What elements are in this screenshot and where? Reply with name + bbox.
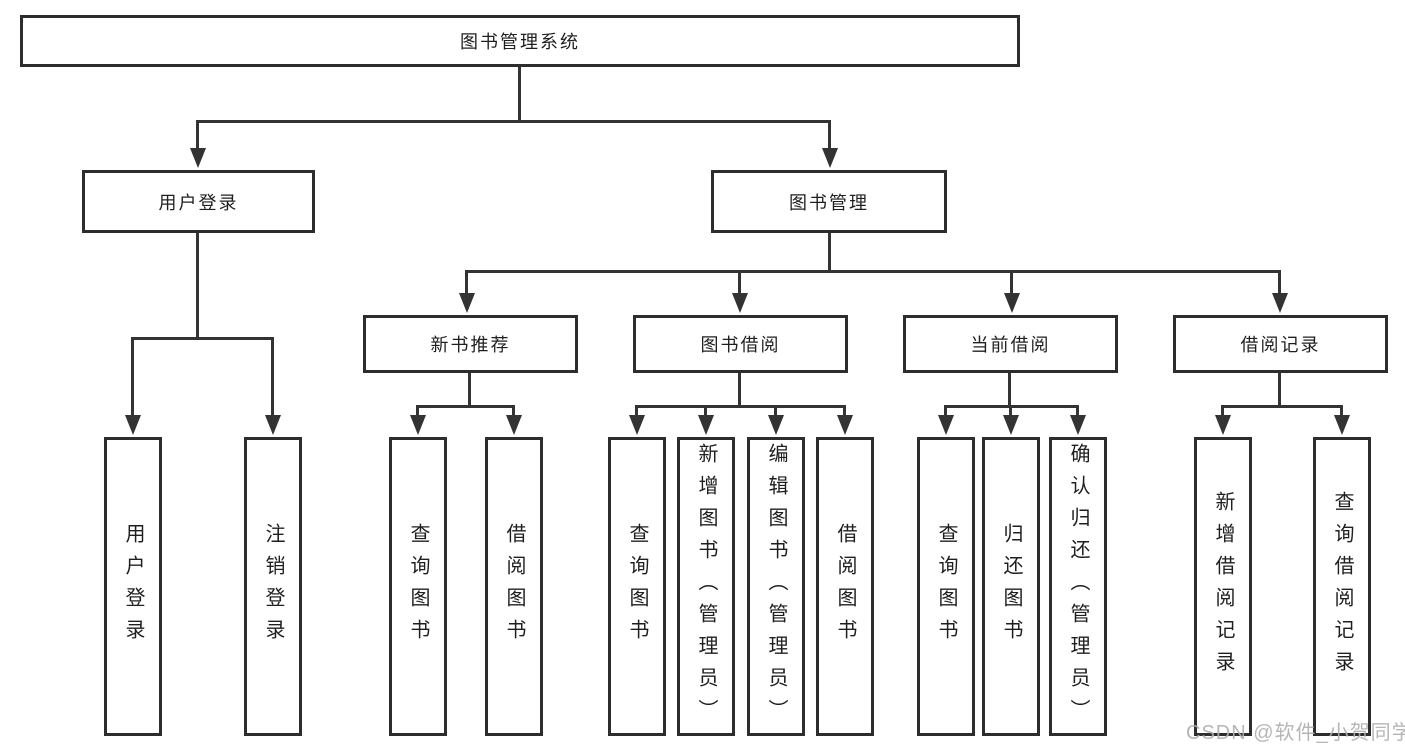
leaf-borrow-edit-admin: 编辑图书（管理员） [747,437,805,736]
arrowhead-nb-borrow [506,415,522,435]
leaf-records-add: 新增借阅记录 [1194,437,1252,736]
connector-currentborrow-stem [1008,373,1011,408]
connector-drop-br-query [1340,405,1343,419]
arrowhead-user-login [190,148,206,168]
arrowhead-bb-query [629,415,645,435]
node-book-mgmt: 图书管理 [711,170,947,233]
connector-borrowrecords-bus [1221,405,1343,408]
leaf-newbooks-borrow: 借阅图书 [485,437,543,736]
arrowhead-br-query [1334,415,1350,435]
arrowhead-leaf-login [125,415,141,435]
connector-newbooks-bus [416,405,515,408]
leaf-user-login: 用户登录 [104,437,162,736]
node-user-login: 用户登录 [82,170,315,233]
arrowhead-leaf-logout [265,415,281,435]
node-new-books: 新书推荐 [363,315,578,373]
arrowhead-br-add [1215,415,1231,435]
connector-drop-bb-borrow [843,405,846,419]
connector-drop-new-books [465,270,468,298]
arrowhead-current-borrow [1004,293,1020,313]
arrowhead-book-borrow [732,293,748,313]
connector-drop-br-add [1221,405,1224,419]
connector-drop-book-borrow [738,270,741,298]
connector-drop-leaf-logout [271,337,274,419]
leaf-records-query: 查询借阅记录 [1313,437,1371,736]
leaf-borrow-borrow: 借阅图书 [816,437,874,736]
connector-bookmgmt-bus [465,270,1281,273]
connector-bookborrow-stem [738,373,741,408]
connector-userlogin-bus [131,337,274,340]
node-current-borrow: 当前借阅 [903,315,1118,373]
connector-drop-borrow-records [1278,270,1281,298]
arrowhead-cb-confirm [1070,415,1086,435]
connector-borrowrecords-stem [1278,373,1281,408]
leaf-logout: 注销登录 [244,437,302,736]
arrowhead-bb-borrow [837,415,853,435]
arrowhead-book-mgmt [822,148,838,168]
connector-drop-current-borrow [1010,270,1013,298]
connector-root-bus [196,120,831,123]
connector-drop-bb-query [635,405,638,419]
arrowhead-bb-add [698,415,714,435]
arrowhead-cb-return [1003,415,1019,435]
leaf-current-query: 查询图书 [917,437,975,736]
connector-drop-nb-query [416,405,419,419]
arrowhead-bb-edit [768,415,784,435]
connector-drop-cb-return [1009,405,1012,419]
node-book-borrow: 图书借阅 [633,315,848,373]
leaf-current-confirm-admin: 确认归还（管理员） [1049,437,1107,736]
connector-drop-book-mgmt [828,120,831,152]
arrowhead-new-books [459,293,475,313]
connector-drop-leaf-login [131,337,134,419]
connector-drop-nb-borrow [512,405,515,419]
connector-newbooks-stem [468,373,471,408]
connector-drop-user-login [196,120,199,152]
node-borrow-records: 借阅记录 [1173,315,1388,373]
leaf-current-return: 归还图书 [982,437,1040,736]
node-root: 图书管理系统 [20,15,1020,67]
connector-bookborrow-bus [635,405,846,408]
leaf-newbooks-query: 查询图书 [389,437,447,736]
leaf-borrow-query: 查询图书 [608,437,666,736]
arrowhead-nb-query [410,415,426,435]
connector-bookmgmt-stem [828,233,831,273]
arrowhead-cb-query [938,415,954,435]
arrowhead-borrow-records [1272,293,1288,313]
csdn-watermark: CSDN @软件_小贺同学 [1186,722,1405,744]
connector-userlogin-stem [196,233,199,340]
connector-root-stem [518,67,521,123]
connector-drop-cb-confirm [1076,405,1079,419]
connector-drop-bb-add [704,405,707,419]
leaf-borrow-add-admin: 新增图书（管理员） [677,437,735,736]
connector-drop-bb-edit [774,405,777,419]
connector-drop-cb-query [944,405,947,419]
